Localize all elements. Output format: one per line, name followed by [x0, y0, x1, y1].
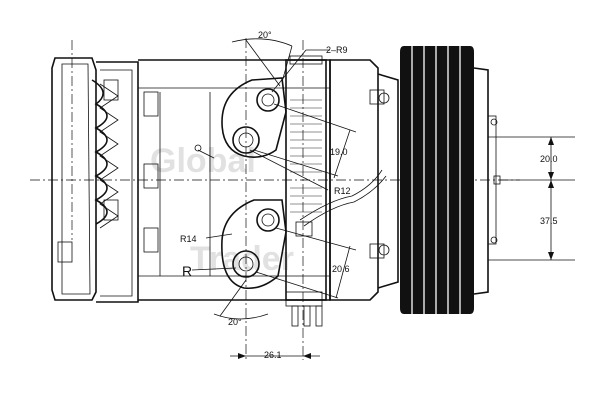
watermark-line2: Trader	[190, 240, 294, 278]
port-fittings	[194, 77, 287, 290]
center-lines	[30, 38, 520, 360]
dim-height-a: 19.0	[253, 103, 357, 179]
watermark-line1: Global	[150, 142, 256, 180]
watermark: Global Trader	[150, 142, 294, 278]
compressor-body	[138, 55, 331, 301]
dim-angle-top: 20°	[231, 30, 293, 87]
height-b-label: 20.6	[332, 264, 350, 274]
dim-hole-radius: 2–R9	[271, 45, 348, 93]
radius-letter-label: R	[182, 263, 192, 279]
hole-radius-label: 2–R9	[326, 45, 348, 55]
angle-top-label: 20°	[258, 30, 272, 40]
dim-radius-letter: R	[182, 263, 237, 279]
dim-width-bottom: 26.1	[230, 350, 320, 360]
radius-mid-label: R12	[334, 186, 351, 196]
front-housing	[285, 59, 399, 327]
dim-angle-bottom: 20°	[213, 279, 269, 327]
height-a-label: 19.0	[330, 147, 348, 157]
radius-lower-label: R14	[180, 234, 197, 244]
width-bottom-label: 26.1	[264, 350, 282, 360]
pulley	[400, 46, 501, 314]
dim-right: 20.0 37.5	[488, 136, 575, 261]
dim-radius-lower: R14	[180, 233, 233, 244]
height-right-top-label: 20.0	[540, 154, 558, 164]
dim-radius-mid: R12	[249, 149, 351, 196]
rear-cover	[51, 57, 139, 303]
dim-height-b: 20.6	[255, 227, 357, 299]
height-right-bottom-label: 37.5	[540, 216, 558, 226]
angle-bottom-label: 20°	[228, 317, 242, 327]
